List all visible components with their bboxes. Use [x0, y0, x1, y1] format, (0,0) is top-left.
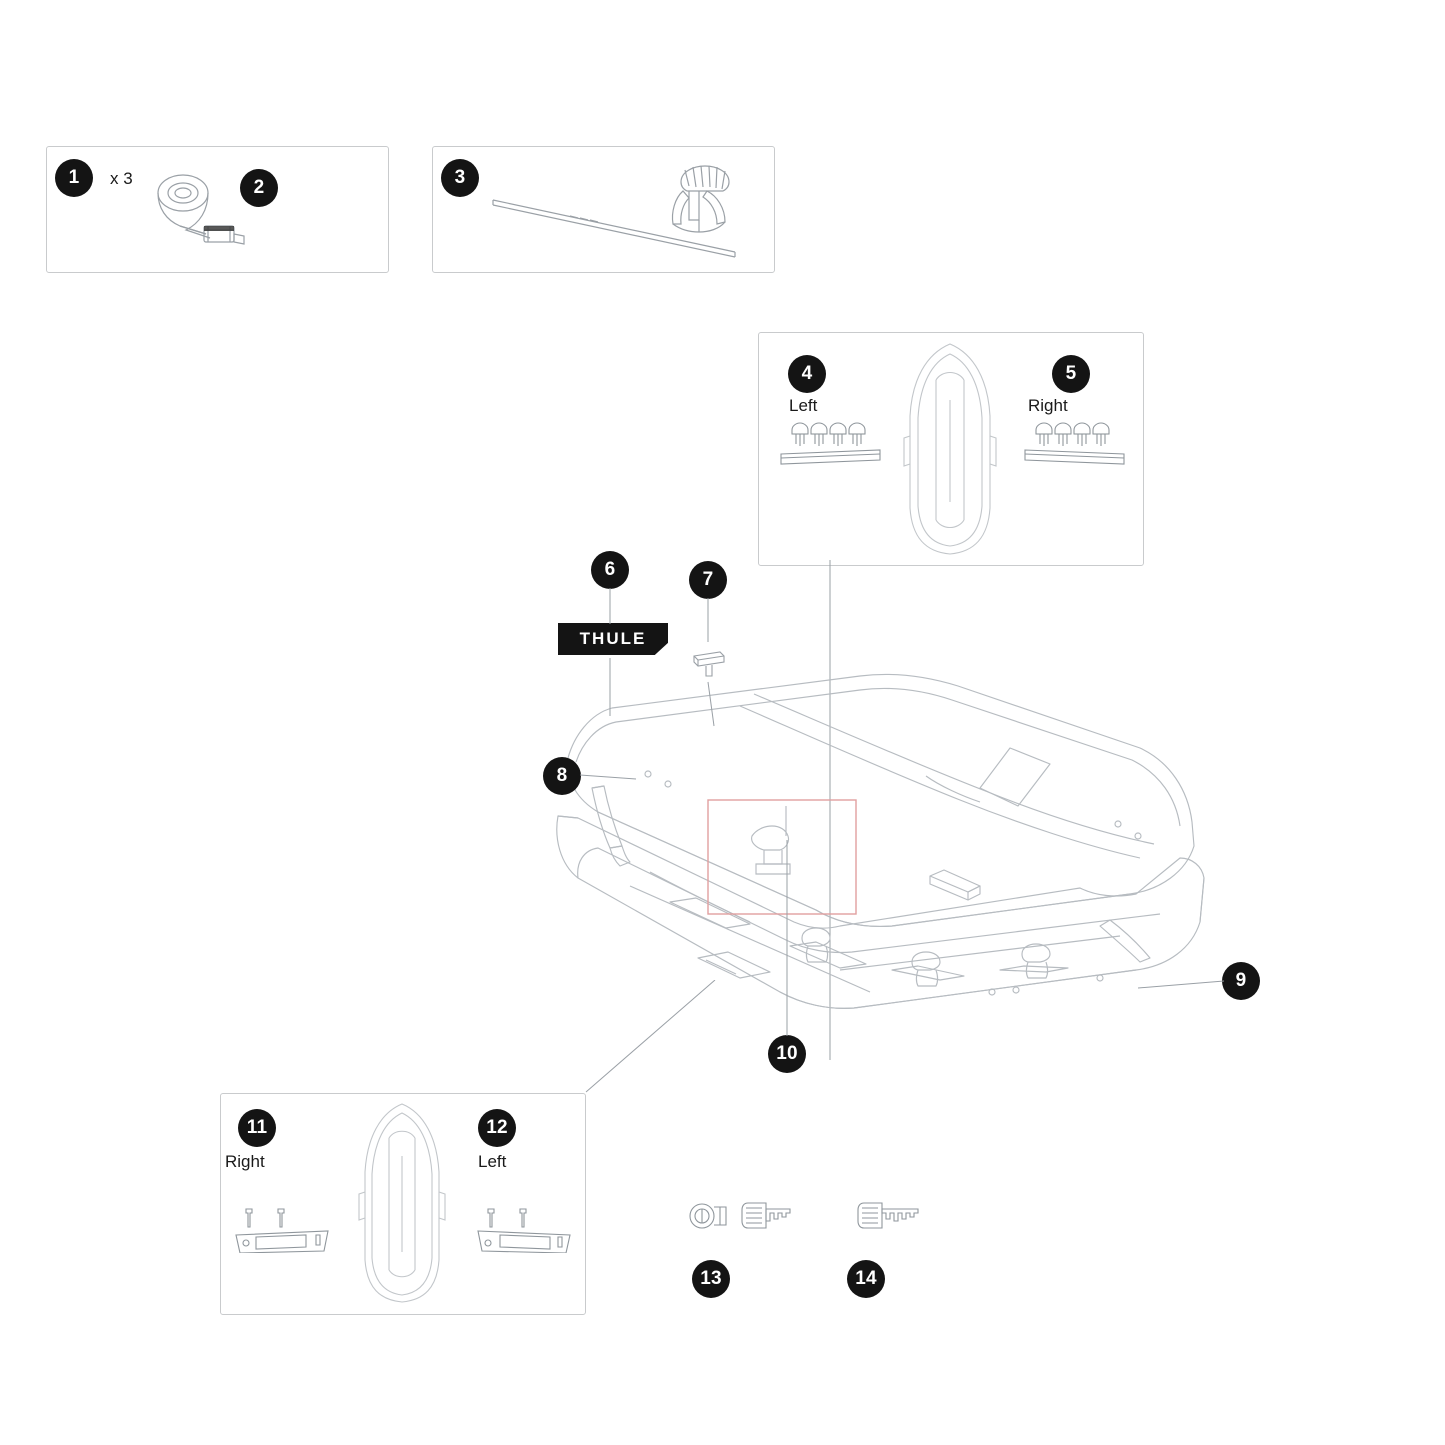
callout-badge-7[interactable]: 7: [689, 561, 727, 599]
callout-badge-13[interactable]: 13: [692, 1260, 730, 1298]
leader-line-8: [580, 774, 637, 780]
callout-badge-9[interactable]: 9: [1222, 962, 1260, 1000]
label-right-top: Right: [1028, 396, 1068, 415]
leader-line-7: [707, 598, 715, 727]
callout-badge-10[interactable]: 10: [768, 1035, 806, 1073]
callout-badge-2[interactable]: 2: [240, 169, 278, 207]
label-right-bottom: Right: [225, 1152, 265, 1171]
callout-badge-1[interactable]: 1: [55, 159, 93, 197]
label-left-top: Left: [789, 396, 818, 415]
callout-badge-3[interactable]: 3: [441, 159, 479, 197]
roof-box-main-illustration: [556, 673, 1205, 1009]
callout-badge-8[interactable]: 8: [543, 757, 581, 795]
callout-badge-14[interactable]: 14: [847, 1260, 885, 1298]
strap-quantity-label: x 3: [110, 169, 133, 188]
lid-clip-illustration: [693, 651, 725, 677]
connector-line-panel-top: [829, 560, 831, 1060]
callout-badge-6[interactable]: 6: [591, 551, 629, 589]
spare-key-illustration: [857, 1202, 919, 1229]
leader-line-9: [1138, 980, 1225, 989]
label-left-bottom: Left: [478, 1152, 507, 1171]
callout-badge-12[interactable]: 12: [478, 1109, 516, 1147]
lock-cylinder-key-illustration: [689, 1202, 791, 1229]
panel-tool: [432, 146, 775, 273]
leader-line-10: [786, 840, 788, 1036]
callout-badge-5[interactable]: 5: [1052, 355, 1090, 393]
latch-highlight-box: [707, 799, 857, 915]
connector-line-panel-bottom: [585, 980, 716, 1093]
callout-badge-11[interactable]: 11: [238, 1109, 276, 1147]
thule-logo-badge: THULE: [558, 623, 668, 655]
callout-badge-4[interactable]: 4: [788, 355, 826, 393]
panel-straps: [46, 146, 389, 273]
